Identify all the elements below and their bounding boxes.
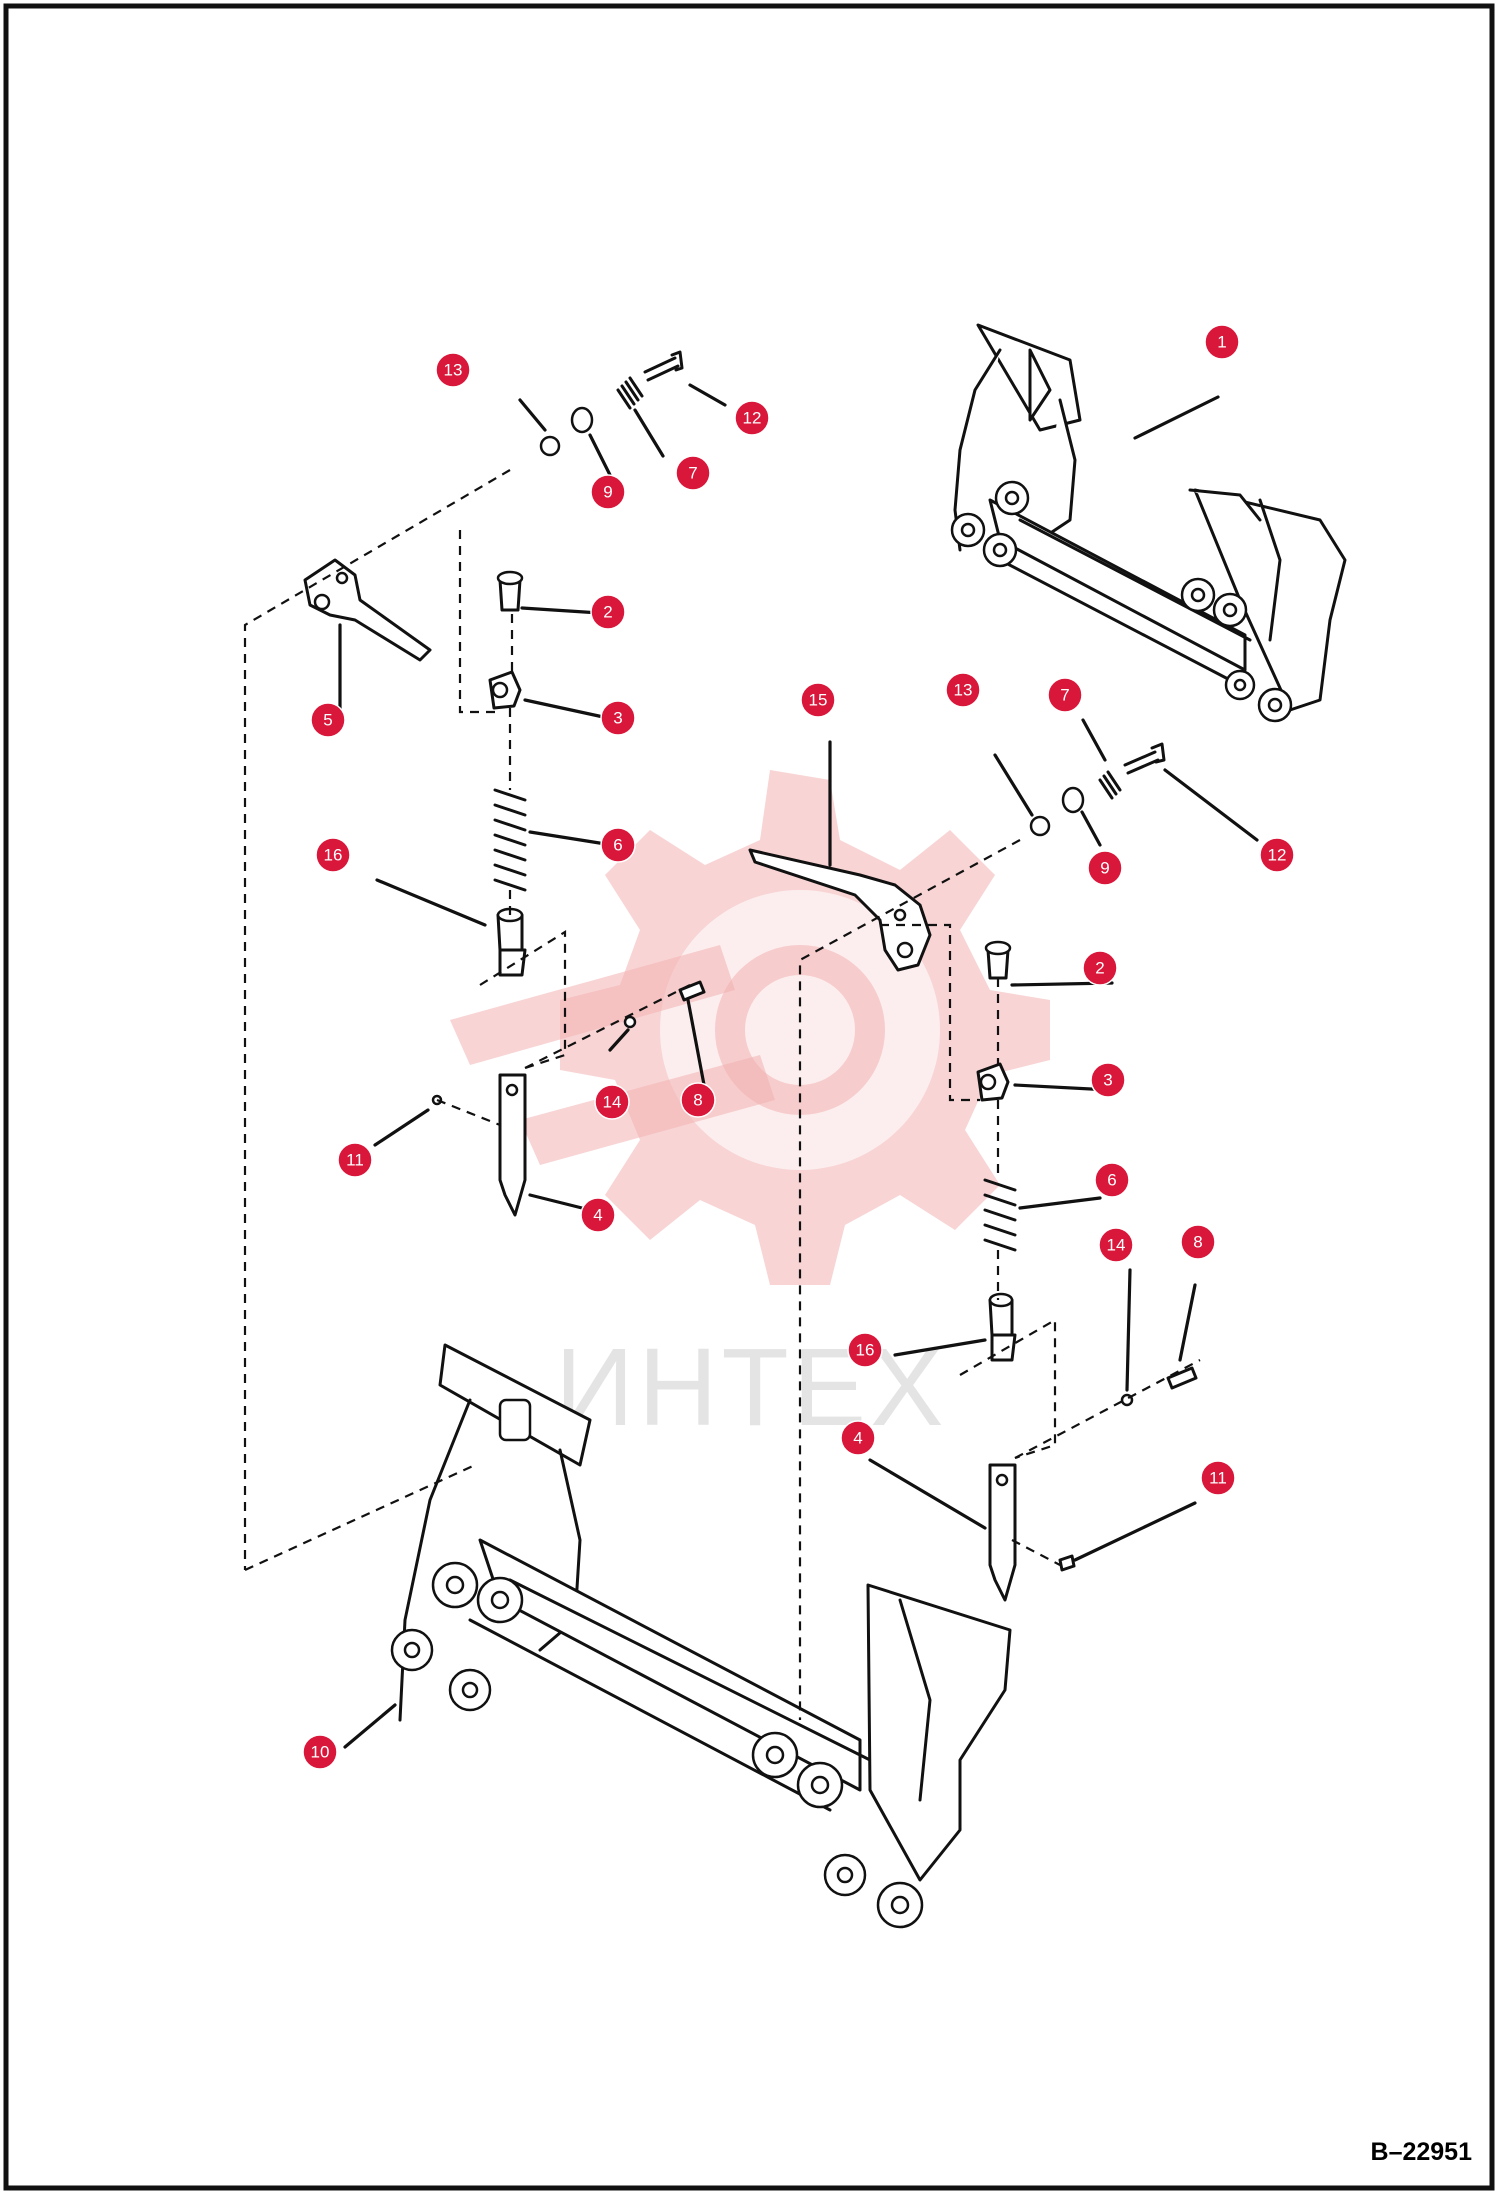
svg-text:2: 2 — [603, 603, 612, 622]
svg-text:12: 12 — [743, 409, 762, 428]
callouts: 1 2 2 3 3 4 4 5 6 6 7 7 8 8 9 9 10 11 11… — [302, 324, 1295, 1770]
callout-2: 2 — [590, 594, 626, 630]
svg-text:2: 2 — [1095, 959, 1104, 978]
svg-text:16: 16 — [856, 1341, 875, 1360]
svg-text:15: 15 — [809, 691, 828, 710]
svg-text:7: 7 — [688, 464, 697, 483]
svg-text:14: 14 — [1107, 1236, 1126, 1255]
callout-9: 9 — [590, 474, 626, 510]
left-lever-group — [243, 350, 706, 1572]
svg-text:11: 11 — [1209, 1469, 1227, 1488]
svg-text:11: 11 — [346, 1151, 364, 1170]
callout-7: 7 — [1047, 677, 1083, 713]
callout-11: 11 — [337, 1142, 373, 1178]
callout-7: 7 — [675, 455, 711, 491]
callout-4: 4 — [580, 1197, 616, 1233]
svg-text:8: 8 — [693, 1091, 702, 1110]
svg-text:13: 13 — [954, 681, 973, 700]
leader-lines — [338, 383, 1259, 1749]
svg-text:10: 10 — [311, 1743, 330, 1762]
svg-text:1: 1 — [1217, 333, 1226, 352]
quick-tach-assembly-bottom — [390, 1343, 1012, 1929]
callout-8: 8 — [1180, 1224, 1216, 1260]
callout-3: 3 — [600, 700, 636, 736]
svg-text:12: 12 — [1268, 846, 1287, 865]
svg-text:5: 5 — [323, 711, 332, 730]
callout-14: 14 — [1098, 1227, 1134, 1263]
quick-tach-assembly-top — [950, 323, 1347, 723]
callout-16: 16 — [847, 1332, 883, 1368]
right-lever-group — [748, 742, 1201, 1720]
svg-text:6: 6 — [613, 836, 622, 855]
callout-1: 1 — [1204, 324, 1240, 360]
svg-text:16: 16 — [324, 846, 343, 865]
svg-text:4: 4 — [853, 1429, 862, 1448]
svg-text:14: 14 — [603, 1093, 622, 1112]
right-lever — [748, 848, 932, 972]
callout-15: 15 — [800, 682, 836, 718]
callout-3: 3 — [1090, 1062, 1126, 1098]
callout-13: 13 — [435, 352, 471, 388]
svg-text:6: 6 — [1107, 1171, 1116, 1190]
svg-text:4: 4 — [593, 1206, 602, 1225]
svg-text:9: 9 — [603, 483, 612, 502]
svg-text:7: 7 — [1060, 686, 1069, 705]
callout-10: 10 — [302, 1734, 338, 1770]
svg-text:3: 3 — [613, 709, 622, 728]
callout-6: 6 — [600, 827, 636, 863]
svg-text:9: 9 — [1100, 859, 1109, 878]
callout-9: 9 — [1087, 850, 1123, 886]
callout-12: 12 — [1259, 837, 1295, 873]
svg-text:8: 8 — [1193, 1233, 1202, 1252]
svg-text:3: 3 — [1103, 1071, 1112, 1090]
callout-16: 16 — [315, 837, 351, 873]
callout-2: 2 — [1082, 950, 1118, 986]
callout-5: 5 — [310, 702, 346, 738]
drawing-reference: B–22951 — [1371, 2138, 1473, 2166]
callout-4: 4 — [840, 1420, 876, 1456]
callout-11: 11 — [1200, 1460, 1236, 1496]
callout-6: 6 — [1094, 1162, 1130, 1198]
watermark-text: ИНТЕХ — [555, 1326, 947, 1449]
callout-8: 8 — [680, 1082, 716, 1118]
callout-14: 14 — [594, 1084, 630, 1120]
svg-text:13: 13 — [444, 361, 463, 380]
callout-12: 12 — [734, 400, 770, 436]
callout-13: 13 — [945, 672, 981, 708]
diagram-frame — [3, 3, 1495, 2191]
